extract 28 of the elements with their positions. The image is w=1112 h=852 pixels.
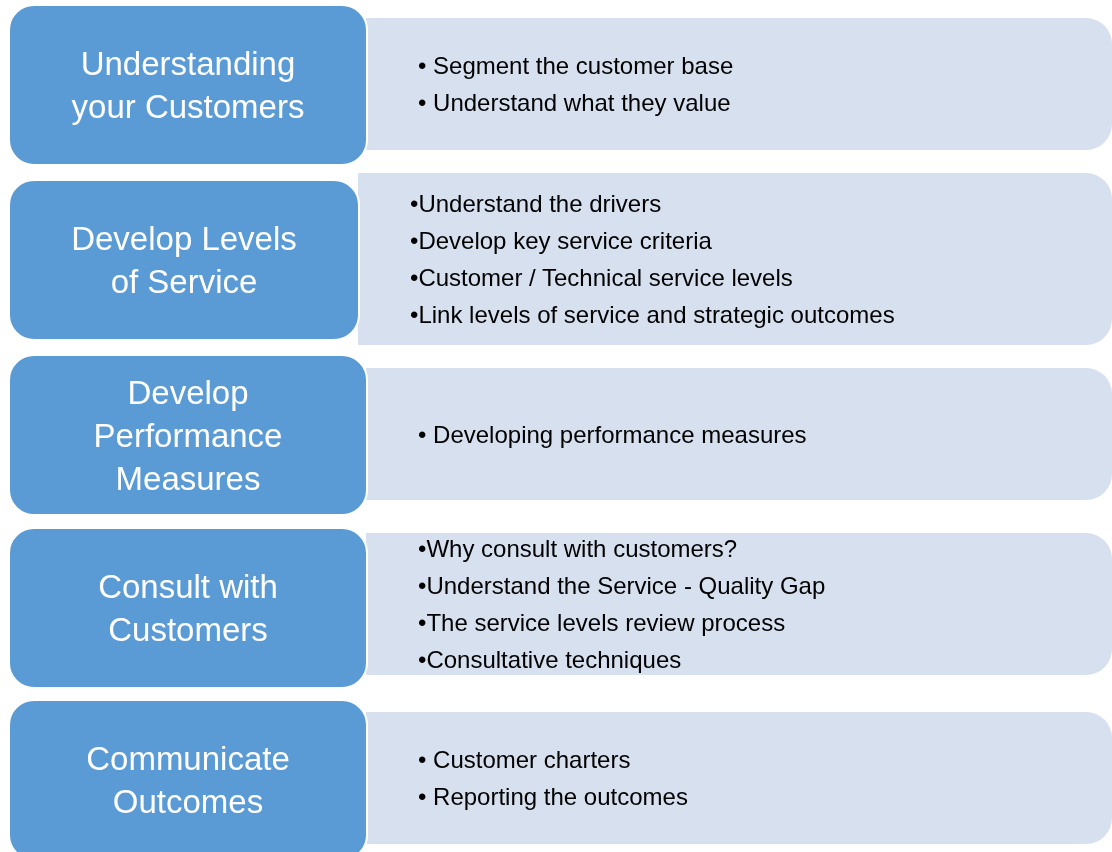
bullet-item: •The service levels review process <box>418 608 787 638</box>
step-box <box>8 699 368 852</box>
bullet-item: •Consultative techniques <box>418 645 683 675</box>
detail-panel <box>366 18 1112 150</box>
step-title: Develop Performance Measures <box>92 372 284 499</box>
bullet-item: •Customer / Technical service levels <box>410 263 794 293</box>
detail-panel <box>358 173 1112 345</box>
step-box <box>8 179 360 341</box>
detail-panel <box>366 533 1112 675</box>
bullet-item: • Customer charters <box>418 745 632 775</box>
step-title: Communicate Outcomes <box>85 739 291 822</box>
step-title: Understanding your Customers <box>70 44 306 127</box>
bullet-item: •Develop key service criteria <box>410 226 713 256</box>
step-box <box>8 527 368 689</box>
bullet-item: •Why consult with customers? <box>418 534 739 564</box>
step-box <box>8 354 368 516</box>
detail-panel <box>366 712 1112 844</box>
step-box <box>8 4 368 166</box>
bullet-item: •Understand the drivers <box>410 189 663 219</box>
bullet-item: • Developing performance measures <box>418 419 808 450</box>
step-title: Develop Levels of Service <box>70 219 298 302</box>
bullet-item: • Segment the customer base <box>418 51 735 81</box>
step-title: Consult with Customers <box>97 567 279 650</box>
bullet-item: •Understand the Service - Quality Gap <box>418 571 827 601</box>
detail-panel <box>366 368 1112 500</box>
bullet-item: •Link levels of service and strategic outcomes <box>410 300 896 330</box>
bullet-item: • Reporting the outcomes <box>418 782 689 812</box>
bullet-item: • Understand what they value <box>418 88 732 118</box>
